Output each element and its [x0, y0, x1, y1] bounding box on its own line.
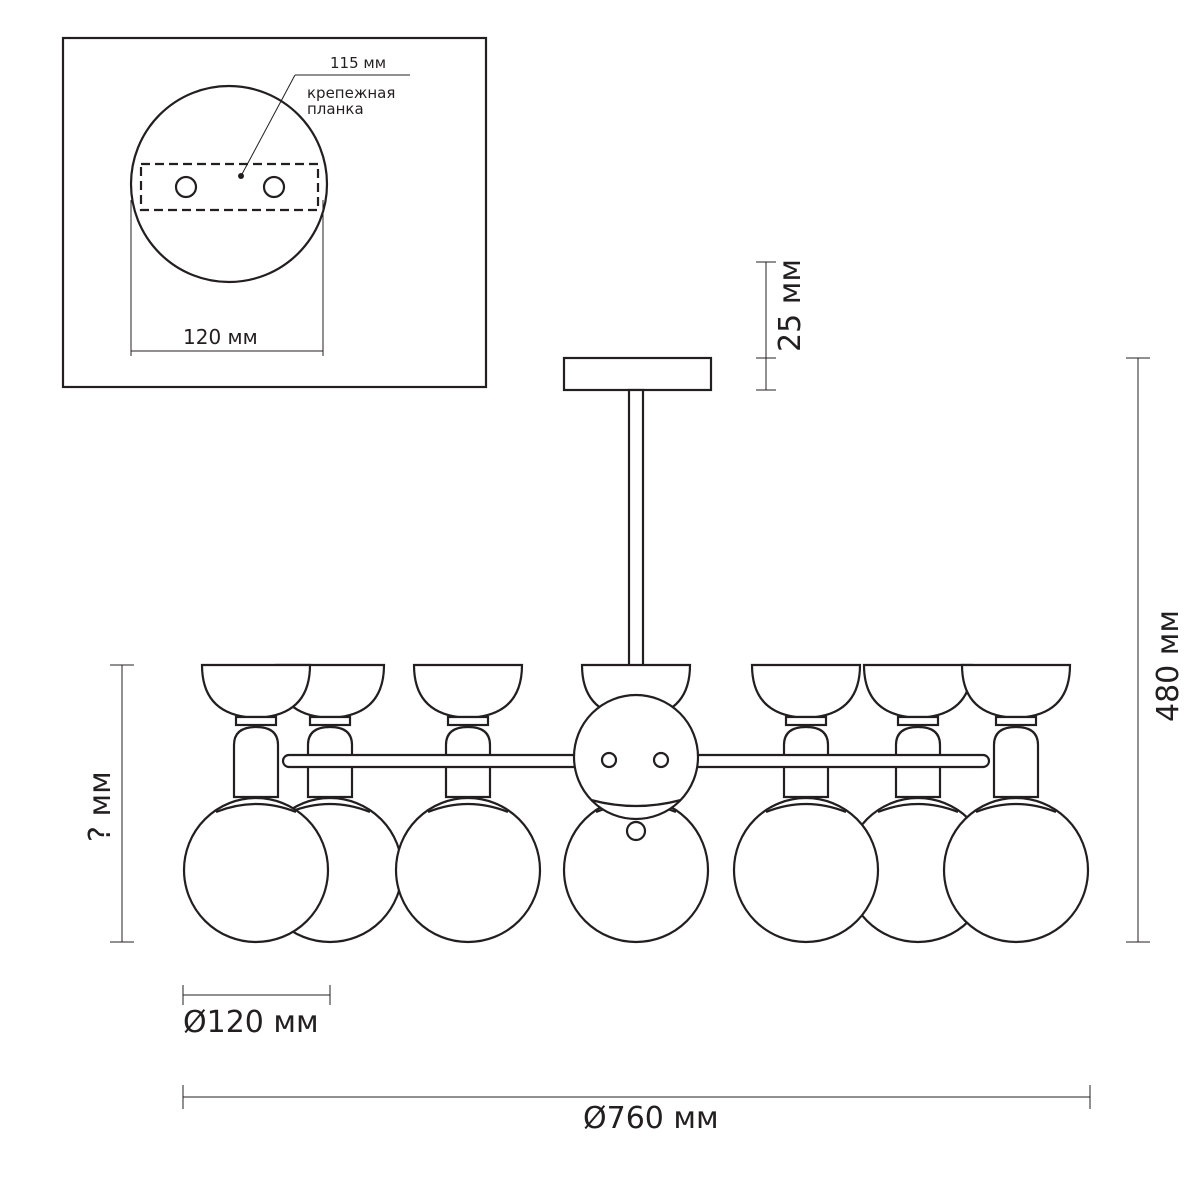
lamp-shade-cup [750, 663, 862, 719]
total-height-label: 480 мм [1151, 610, 1186, 722]
lamp-socket [992, 725, 1040, 799]
hub-screw-left [600, 751, 618, 769]
total-height-dimension: 480 мм [1126, 357, 1186, 943]
canopy-height-label: 25 мм [773, 259, 808, 352]
lamp-collar [877, 802, 959, 814]
canopy-side-view [562, 356, 713, 392]
lamp-globe [394, 796, 542, 944]
lamp-collar [215, 802, 297, 814]
lamp-shade-cup [862, 663, 974, 719]
lamp-neck [234, 715, 278, 727]
arm-left [281, 753, 615, 769]
lamp-globe [732, 796, 880, 944]
lamp-collar [765, 802, 847, 814]
mount-bar-label-line1: крепежная [307, 84, 395, 102]
total-diameter-dimension: Ø760 мм [182, 1085, 1091, 1136]
hub-screw-right [652, 751, 670, 769]
lamp-shade-cup [412, 663, 524, 719]
inset-frame [61, 36, 488, 389]
lamp-globe [942, 796, 1090, 944]
lamp-neck [308, 715, 352, 727]
lamp-head-4 [182, 663, 330, 944]
suspension-rod [627, 388, 645, 702]
canopy-and-rod [562, 356, 713, 702]
lamp-head-5 [394, 663, 542, 944]
mount-bar-dashed [139, 162, 320, 212]
lamp-collar [975, 802, 1057, 814]
lamp-head-7 [942, 663, 1090, 944]
mount-hole-right [262, 175, 286, 199]
shade-height-label: ? мм [83, 771, 118, 842]
globe-diameter-dimension: Ø120 мм [182, 985, 331, 1040]
mount-leader-line [240, 74, 296, 177]
lamp-shade-cup [960, 663, 1072, 719]
lamp-shade-cup [200, 663, 312, 719]
canopy-diameter-label: 120 мм [183, 325, 258, 349]
lamp-socket [232, 725, 280, 799]
lamp-collar [427, 802, 509, 814]
canopy-height-dimension: 25 мм [756, 259, 808, 391]
hub-bottom-knob [625, 820, 647, 842]
lamp-head-6 [732, 663, 880, 944]
hub-band [590, 798, 682, 808]
total-diameter-label: Ø760 мм [583, 1101, 719, 1136]
arm-right [657, 753, 991, 769]
canopy-top-view [129, 84, 329, 284]
lamp-neck [994, 715, 1038, 727]
canopy-mount-inset: 115 мм крепежная планка 120 мм [61, 36, 488, 389]
mount-bar-size-label: 115 мм [330, 54, 386, 72]
mount-bar-label-line2: планка [307, 100, 364, 118]
lamp-globe [182, 796, 330, 944]
lamp-neck [784, 715, 828, 727]
lamp-neck [896, 715, 940, 727]
shade-height-dimension: ? мм [83, 664, 134, 943]
mount-hole-left [174, 175, 198, 199]
central-hub [572, 693, 700, 842]
globe-diameter-label: Ø120 мм [183, 1005, 319, 1040]
lamp-collar [289, 802, 371, 814]
hub-sphere [572, 693, 700, 821]
lamp-neck [446, 715, 490, 727]
